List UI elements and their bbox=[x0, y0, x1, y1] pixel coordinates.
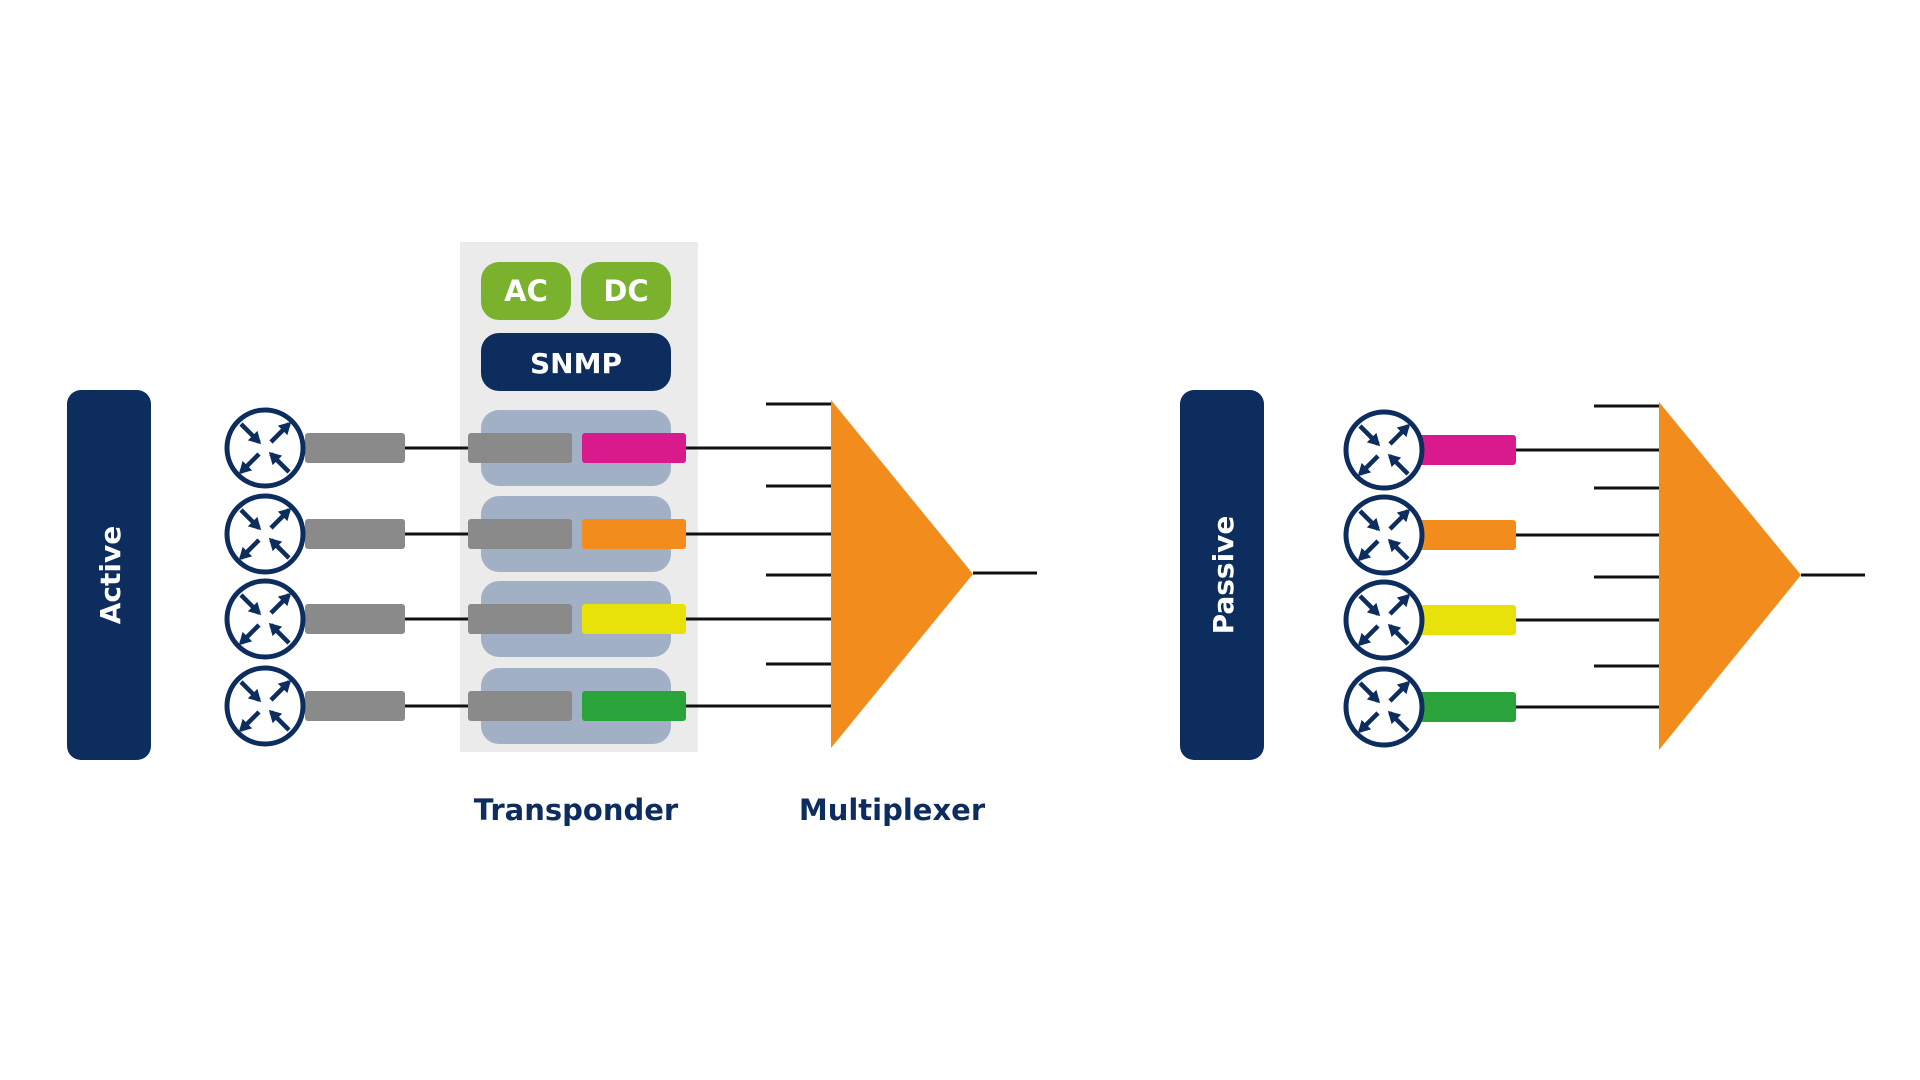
router-arrowhead bbox=[1357, 547, 1372, 562]
router-icon-ring bbox=[1343, 579, 1425, 661]
router-arrowhead bbox=[238, 546, 253, 561]
active-channel-row bbox=[224, 578, 831, 660]
router-arrowhead bbox=[247, 688, 262, 703]
router-arrowhead bbox=[268, 622, 283, 637]
router-icon bbox=[1343, 494, 1425, 576]
passive-channel-row bbox=[1343, 409, 1659, 491]
colored-optic bbox=[582, 433, 686, 463]
colored-optic bbox=[1412, 692, 1516, 722]
active-channel-row bbox=[224, 493, 831, 575]
router-icon-ring bbox=[224, 407, 306, 489]
router-arrowhead bbox=[268, 451, 283, 466]
colored-optic bbox=[582, 519, 686, 549]
passive-section: Passive bbox=[1180, 390, 1865, 760]
router-icon-ring bbox=[1343, 409, 1425, 491]
router-arrowhead bbox=[268, 537, 283, 552]
colored-optic bbox=[582, 691, 686, 721]
router-icon bbox=[224, 493, 306, 575]
router-arrowhead bbox=[1357, 632, 1372, 647]
router-arrowhead bbox=[1396, 680, 1411, 695]
colored-optic bbox=[582, 604, 686, 634]
router-arrowhead bbox=[1366, 432, 1381, 447]
router-arrowhead bbox=[247, 430, 262, 445]
passive-panel bbox=[1180, 390, 1264, 760]
router-arrowhead bbox=[277, 421, 292, 436]
transponder-card bbox=[481, 581, 671, 657]
multiplexer-passive bbox=[1659, 402, 1801, 750]
router-icon-ring bbox=[1343, 666, 1425, 748]
router-icon-ring bbox=[224, 578, 306, 660]
active-label: Active bbox=[94, 526, 127, 625]
colored-optic bbox=[1412, 605, 1516, 635]
passive-channel-row bbox=[1343, 579, 1659, 661]
passive-channel-row bbox=[1343, 494, 1659, 576]
router-icon-ring bbox=[224, 665, 306, 747]
router-arrowhead bbox=[1357, 462, 1372, 477]
colored-optic bbox=[1412, 435, 1516, 465]
transponder-client-port bbox=[468, 433, 572, 463]
active-channel-row bbox=[224, 407, 831, 489]
transponder-client-port bbox=[468, 604, 572, 634]
router-arrowhead bbox=[268, 709, 283, 724]
router-icon bbox=[1343, 666, 1425, 748]
active-panel bbox=[67, 390, 151, 760]
router-icon bbox=[224, 578, 306, 660]
router-arrowhead bbox=[1366, 689, 1381, 704]
multiplexer-label: Multiplexer bbox=[799, 793, 986, 827]
ac-label: AC bbox=[504, 274, 548, 308]
router-arrowhead bbox=[1357, 719, 1372, 734]
passive-channel-row bbox=[1343, 666, 1659, 748]
router-arrowhead bbox=[247, 601, 262, 616]
dc-badge bbox=[581, 262, 671, 320]
dc-label: DC bbox=[603, 274, 648, 308]
client-optic bbox=[305, 604, 405, 634]
client-optic bbox=[305, 519, 405, 549]
router-arrowhead bbox=[277, 507, 292, 522]
router-icon bbox=[1343, 579, 1425, 661]
passive-label: Passive bbox=[1207, 516, 1240, 635]
router-arrowhead bbox=[1387, 623, 1402, 638]
router-arrowhead bbox=[1366, 517, 1381, 532]
client-optic bbox=[305, 433, 405, 463]
transponder-card bbox=[481, 668, 671, 744]
router-arrowhead bbox=[1387, 710, 1402, 725]
router-arrowhead bbox=[238, 718, 253, 733]
router-arrowhead bbox=[1396, 508, 1411, 523]
multiplexer-active bbox=[831, 400, 973, 748]
router-icon bbox=[224, 407, 306, 489]
snmp-label: SNMP bbox=[530, 347, 622, 380]
active-channel-row bbox=[224, 665, 831, 747]
router-icon-ring bbox=[224, 493, 306, 575]
transponder-client-port bbox=[468, 519, 572, 549]
router-icon bbox=[1343, 409, 1425, 491]
active-section: Active AC DC SNMP Transponder Multiplexe… bbox=[67, 242, 1037, 827]
router-arrowhead bbox=[1387, 453, 1402, 468]
router-arrowhead bbox=[238, 631, 253, 646]
passive-channel-rows bbox=[1343, 409, 1659, 748]
router-arrowhead bbox=[277, 679, 292, 694]
router-arrowhead bbox=[247, 516, 262, 531]
transponder-label: Transponder bbox=[474, 793, 679, 827]
active-channel-rows bbox=[224, 407, 831, 747]
router-arrowhead bbox=[1387, 538, 1402, 553]
transponder-card bbox=[481, 410, 671, 486]
transponder-client-port bbox=[468, 691, 572, 721]
router-arrowhead bbox=[1396, 423, 1411, 438]
client-optic bbox=[305, 691, 405, 721]
router-arrowhead bbox=[277, 592, 292, 607]
colored-optic bbox=[1412, 520, 1516, 550]
router-arrowhead bbox=[1366, 602, 1381, 617]
router-icon bbox=[224, 665, 306, 747]
snmp-badge bbox=[481, 333, 671, 391]
router-icon-ring bbox=[1343, 494, 1425, 576]
ac-badge bbox=[481, 262, 571, 320]
router-arrowhead bbox=[238, 460, 253, 475]
transponder-card bbox=[481, 496, 671, 572]
router-arrowhead bbox=[1396, 593, 1411, 608]
